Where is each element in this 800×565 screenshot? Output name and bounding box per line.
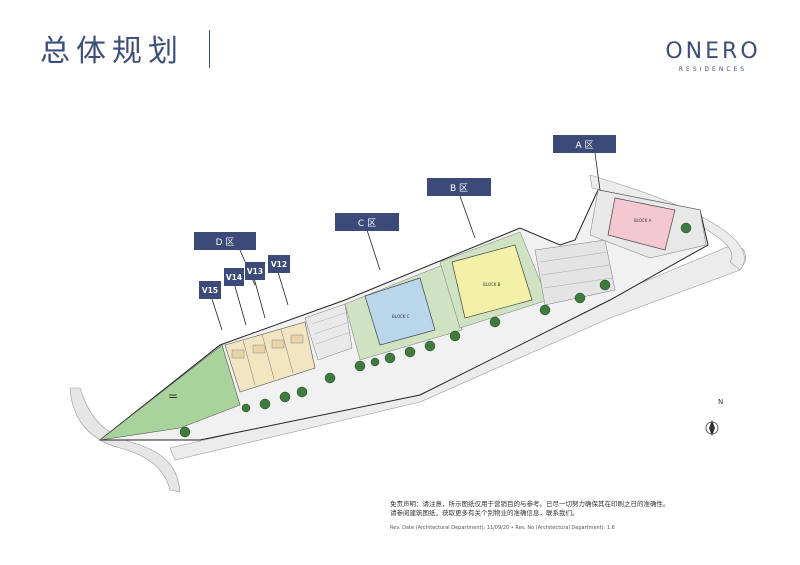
block-b-label: BLOCK B [483,282,501,287]
zone-c-label: C 区 [335,213,399,231]
disclaimer-line-1: 免责声明：请注意，所示图纸仅用于营销目的与参考。已尽一切努力确保其在印刷之日的准… [390,500,670,508]
green-area [98,344,241,441]
villa-v12-label: V12 [268,255,290,273]
villa-v15-label: V15 [199,281,221,299]
title-divider [209,30,210,68]
tree-row [179,222,692,438]
block-a-label: BLOCK A [634,218,652,223]
zone-b-label: B 区 [427,178,491,196]
parking-lot-a [534,239,616,306]
compass-icon [705,420,719,436]
revision-info: Rev. Date (Architectural Department): 11… [390,525,615,531]
zone-a-label: A 区 [553,135,616,153]
block-c-label: BLOCK C [392,314,410,319]
compass-north-label: N [718,398,724,406]
disclaimer-text: 免责声明：请注意，所示图纸仅用于营销目的与参考。已尽一切努力确保其在印刷之日的准… [390,500,770,518]
brand-logo: ONERO RESIDENCES [658,39,768,74]
parking-strip-c [304,303,353,361]
page-title: 总体规划 [40,34,184,69]
villa-v13-label: V13 [245,262,265,280]
block-c [364,277,436,346]
brand-name: ONERO [665,39,761,64]
block-a [607,197,676,251]
green-area-symbol: = [168,389,178,403]
disclaimer-line-2: 请参阅建筑图纸，获取更多有关个别物业的准确信息，联系我们。 [390,509,579,517]
zone-d-label: D 区 [194,232,256,250]
villa-cluster [224,321,316,393]
block-b [451,244,533,319]
brand-subtitle: RESIDENCES [678,66,748,73]
villa-v14-label: V14 [224,268,244,286]
